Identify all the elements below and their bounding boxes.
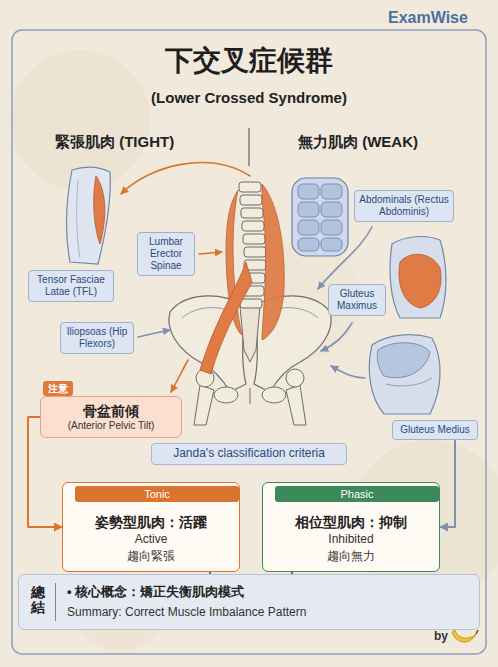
abdominals-figure bbox=[321, 220, 342, 235]
gluteus-medius-figure bbox=[369, 335, 440, 414]
spine bbox=[243, 234, 265, 244]
pelvis-bone bbox=[214, 387, 238, 403]
gluteus-maximus-figure bbox=[399, 254, 441, 308]
node-text: Janda's classification criteria bbox=[158, 446, 340, 462]
abdominals-figure bbox=[298, 202, 319, 217]
tight-muscles bbox=[200, 184, 284, 374]
spine bbox=[244, 247, 266, 257]
column-heading: 無力肌肉 (WEAK) bbox=[298, 133, 418, 152]
node-text: Gluteus Medius bbox=[397, 424, 473, 436]
pelvis-bone bbox=[262, 387, 286, 403]
node-text: Tonic bbox=[75, 486, 239, 502]
spine bbox=[239, 182, 261, 192]
abdominals-figure bbox=[292, 178, 348, 256]
warning-box: 注意骨盆前傾(Anterior Pelvic Tilt) bbox=[40, 396, 182, 438]
abdominals-figure bbox=[298, 220, 319, 235]
banana-icon bbox=[452, 630, 476, 642]
abdominals-figure bbox=[321, 184, 342, 199]
muscle-label: Lumbar Erector Spinae bbox=[137, 232, 195, 276]
tfl-figure bbox=[66, 167, 110, 264]
muscle-label: Iliopsoas (Hip Flexors) bbox=[60, 322, 134, 354]
leader-arrows bbox=[121, 163, 372, 392]
summary-box: 總結 • 核心概念：矯正失衡肌肉模式 Summary: Correct Muscle… bbox=[18, 574, 480, 630]
paper-stains bbox=[10, 50, 498, 650]
gluteus-maximus-figure bbox=[390, 237, 446, 318]
gluteus-maximus-figure bbox=[390, 237, 446, 318]
node-text: 趨向無力 bbox=[269, 548, 433, 565]
spine bbox=[240, 299, 262, 308]
leader-arrows bbox=[171, 360, 188, 392]
pelvis-bone bbox=[169, 296, 331, 404]
node-text: 趨向緊張 bbox=[69, 548, 233, 565]
subtitle: (Lower Crossed Syndrome) bbox=[0, 89, 498, 106]
femur-bones bbox=[194, 385, 214, 425]
node-text: 骨盆前傾 bbox=[47, 402, 175, 420]
tfl-figure bbox=[77, 180, 80, 258]
diagram-title: 下交叉症候群 bbox=[0, 42, 498, 80]
criteria-box: Janda's classification criteria bbox=[151, 443, 347, 465]
node-text: 姿勢型肌肉：活躍 bbox=[69, 513, 233, 531]
abdominals-figure bbox=[321, 202, 342, 217]
banana-icon bbox=[452, 630, 478, 642]
column-heading: 緊張肌肉 (TIGHT) bbox=[55, 133, 174, 152]
pelvis-bone bbox=[240, 306, 260, 362]
abdominals-figure bbox=[321, 238, 342, 251]
femur-bones bbox=[286, 385, 306, 425]
node-text: Phasic bbox=[275, 486, 439, 502]
frame bbox=[12, 30, 486, 654]
node-text: 總結 bbox=[31, 585, 45, 616]
muscle-label: Gluteus Maximus bbox=[328, 284, 386, 316]
gluteus-medius-figure bbox=[386, 378, 432, 386]
abdominals-figure bbox=[298, 238, 319, 251]
node-text: (Anterior Pelvic Tilt) bbox=[47, 420, 175, 432]
node-text: Inhibited bbox=[269, 531, 433, 548]
gluteus-medius-figure bbox=[377, 343, 430, 378]
node-text: Iliopsoas (Hip Flexors) bbox=[65, 326, 129, 350]
tonic-box: Tonic 姿勢型肌肉：活躍Active趨向緊張 bbox=[62, 482, 240, 572]
node-text: Tensor Fasciae Latae (TFL) bbox=[33, 274, 109, 298]
banana-icon bbox=[476, 630, 478, 634]
node-text: Abdominals (Rectus Abdominis) bbox=[359, 194, 449, 218]
pelvis-bone bbox=[250, 388, 251, 404]
phasic-box: Phasic 相位型肌肉：抑制Inhibited趨向無力 bbox=[262, 482, 440, 572]
credit-label: by bbox=[434, 629, 448, 643]
gluteus-medius-figure bbox=[369, 335, 440, 414]
node-text: 相位型肌肉：抑制 bbox=[269, 513, 433, 531]
femur-bones bbox=[286, 369, 304, 387]
node-text: Active bbox=[69, 531, 233, 548]
tfl-figure bbox=[94, 176, 105, 244]
node-text: Gluteus Maximus bbox=[333, 288, 381, 312]
node-text: Summary: Correct Muscle Imbalance Patter… bbox=[67, 604, 469, 621]
leader-arrows bbox=[331, 366, 365, 378]
abdominals-figure bbox=[292, 178, 348, 256]
spine bbox=[242, 221, 264, 231]
node-text: 注意 bbox=[43, 381, 73, 396]
brand-label: ExamWise bbox=[388, 9, 468, 27]
spine bbox=[241, 208, 263, 218]
abdominals-figure bbox=[298, 184, 319, 199]
muscle-label: Tensor Fasciae Latae (TFL) bbox=[28, 270, 114, 302]
leader-arrows bbox=[138, 330, 170, 337]
muscle-label: Gluteus Medius bbox=[392, 420, 478, 440]
leader-arrows bbox=[199, 252, 222, 254]
spine bbox=[240, 195, 262, 205]
muscle-label: Abdominals (Rectus Abdominis) bbox=[354, 190, 454, 222]
tight-muscles bbox=[262, 184, 284, 340]
leader-arrows bbox=[318, 227, 372, 289]
femur-bones bbox=[194, 369, 306, 425]
node-text: • 核心概念：矯正失衡肌肉模式 bbox=[67, 583, 469, 601]
flow-arrow bbox=[440, 440, 455, 527]
tfl-figure bbox=[66, 167, 110, 264]
node-text: Lumbar Erector Spinae bbox=[142, 236, 190, 272]
leader-arrows bbox=[321, 323, 352, 351]
divider bbox=[248, 128, 249, 166]
leader-arrows bbox=[121, 163, 250, 194]
tight-muscles bbox=[200, 262, 252, 374]
